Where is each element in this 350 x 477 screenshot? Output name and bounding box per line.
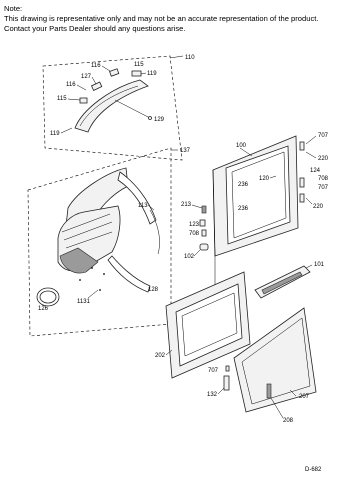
part-123 [199, 219, 206, 227]
part-129-end [148, 116, 152, 120]
label-115: 115 [134, 62, 144, 68]
label-100: 100 [236, 143, 247, 149]
leader-132 [217, 387, 225, 395]
group-110-outline [42, 55, 183, 161]
label-236b: 236 [238, 206, 249, 212]
leader-127 [91, 76, 97, 85]
label-115b: 115 [57, 96, 67, 102]
duct-outlet-part [59, 247, 99, 274]
leader-220a [305, 151, 317, 159]
label-220a: 220 [318, 156, 329, 162]
label-137: 137 [180, 148, 191, 154]
label-202: 202 [155, 353, 166, 359]
part-129-wire [114, 99, 151, 119]
part-113-arc [149, 209, 160, 255]
leader-220b [305, 197, 313, 205]
note-line-1: This drawing is representative only and … [4, 14, 319, 24]
label-220b: 220 [313, 204, 324, 210]
label-123: 123 [189, 222, 200, 228]
leader-1131 [87, 289, 99, 299]
leader-116 [101, 65, 111, 72]
drum-bracket-detail [79, 85, 139, 127]
leader-113 [147, 204, 155, 211]
label-120: 120 [259, 176, 270, 182]
part-115 [131, 70, 142, 77]
leader-119a [140, 72, 147, 75]
label-116: 116 [91, 63, 101, 69]
part-132 [223, 375, 230, 391]
screw-c [79, 279, 81, 281]
label-129: 129 [154, 117, 165, 123]
leader-119b [60, 127, 73, 134]
leader-707a [305, 135, 317, 145]
label-132: 132 [207, 392, 218, 398]
label-207: 207 [299, 394, 310, 400]
part-102 [199, 243, 209, 251]
leader-115b [67, 98, 81, 101]
screw-a [91, 267, 93, 269]
label-124: 124 [310, 168, 321, 174]
front-panel-opening [225, 145, 291, 245]
leader-213 [191, 204, 203, 209]
leader-120 [269, 175, 277, 179]
leader-101 [305, 264, 313, 269]
part-127 [90, 81, 103, 91]
door-window-frame [175, 283, 243, 367]
part-124 [299, 177, 305, 188]
leader-116b [76, 84, 87, 91]
front-panel-inner [231, 151, 287, 239]
drum-bracket-part [74, 79, 149, 133]
label-708b: 708 [318, 176, 329, 182]
note-line-2: Contact your Parts Dealer should any que… [4, 24, 186, 34]
door-outer-bevel [241, 317, 311, 405]
part-220b [299, 193, 305, 203]
label-101: 101 [314, 262, 325, 268]
part-128 [107, 255, 151, 293]
door-latch-208 [266, 383, 272, 399]
label-236a: 236 [238, 182, 249, 188]
label-127: 127 [81, 74, 92, 80]
label-707b: 707 [318, 185, 329, 191]
leader-100 [239, 147, 253, 157]
screw-d [99, 289, 101, 291]
label-208: 208 [283, 418, 294, 424]
part-115b [79, 97, 88, 104]
disclaimer-note: Note: This drawing is representative onl… [4, 4, 318, 35]
door-outer-207 [233, 307, 317, 413]
leader-202 [165, 349, 173, 356]
part-116 [109, 68, 120, 77]
part-708a [201, 229, 207, 237]
diagram-code: D-682 [305, 467, 322, 473]
label-126: 126 [38, 306, 49, 312]
part-707c [225, 365, 230, 372]
label-707a: 707 [318, 133, 329, 139]
door-handle-grip [261, 271, 303, 295]
part-126-inner [39, 290, 57, 304]
housing-ribs [61, 213, 113, 249]
part-707a [299, 141, 305, 151]
note-heading: Note: [4, 4, 23, 13]
door-window-glass [181, 292, 238, 357]
label-708a: 708 [189, 231, 200, 237]
leader-208 [270, 397, 284, 419]
leader-102 [193, 249, 201, 257]
drum-seal-part [117, 171, 157, 225]
label-119a: 119 [147, 71, 157, 77]
label-1131: 1131 [77, 299, 91, 305]
label-707c: 707 [208, 368, 219, 374]
label-102: 102 [184, 254, 195, 260]
screw-b [103, 273, 105, 275]
label-213: 213 [181, 202, 192, 208]
label-110: 110 [185, 55, 195, 61]
label-113: 113 [138, 203, 148, 209]
label-119b: 119 [50, 131, 60, 137]
label-128: 128 [148, 287, 159, 293]
leader-207 [289, 389, 297, 397]
leader-110 [169, 55, 184, 59]
label-116b: 116 [66, 82, 76, 88]
part-213 [201, 205, 207, 214]
